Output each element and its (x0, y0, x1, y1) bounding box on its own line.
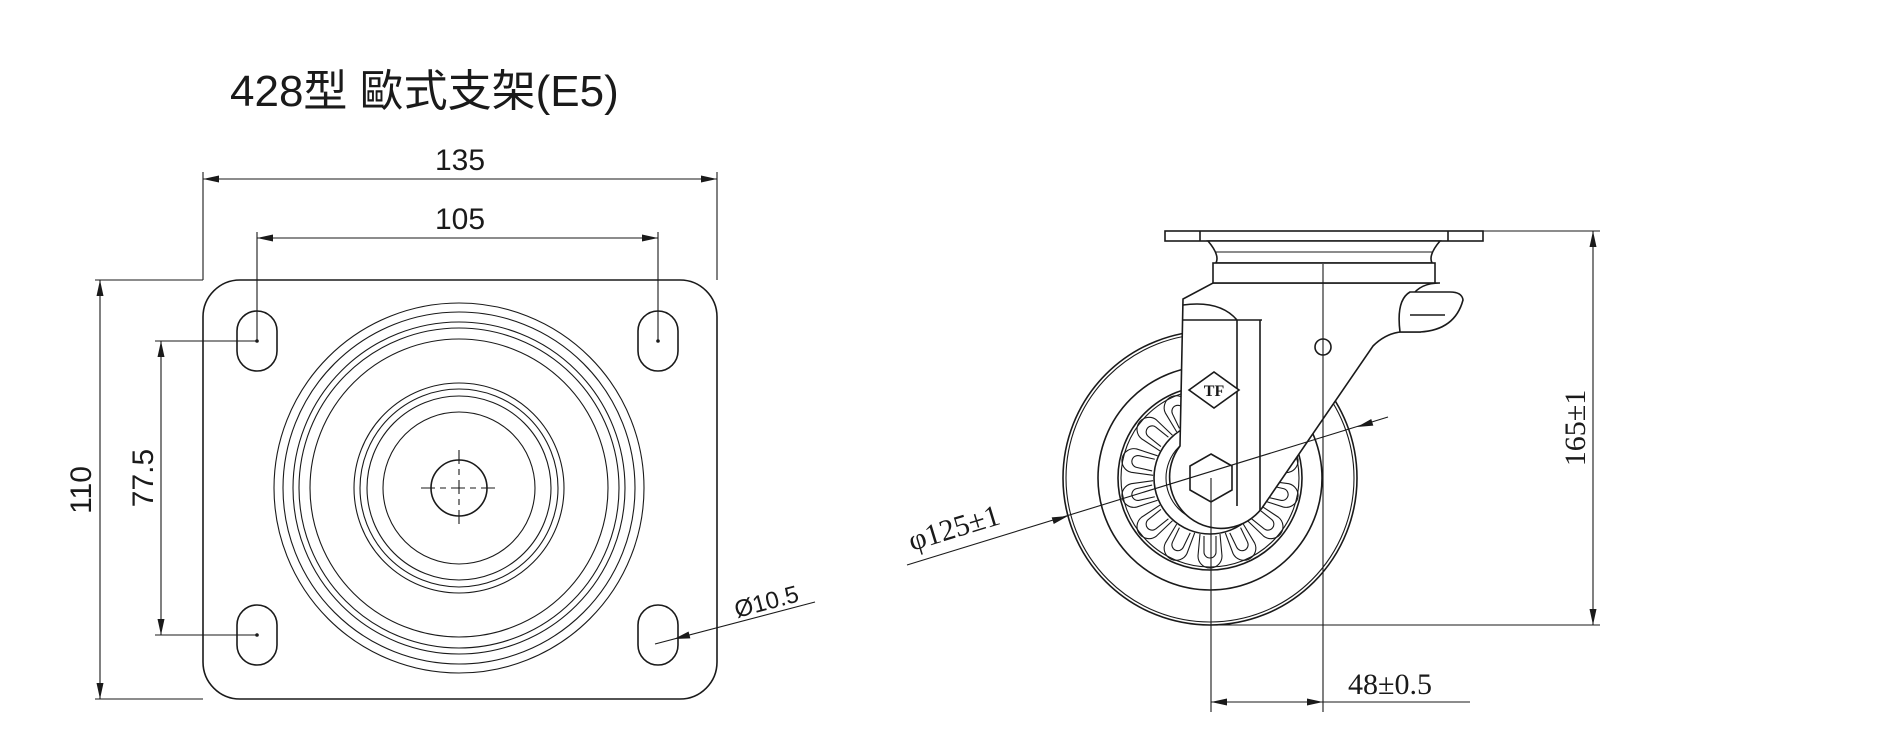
swivel-collar (1212, 262, 1436, 284)
brand-logo: TF (1187, 371, 1241, 409)
dimension-label: 77.5 (127, 449, 160, 507)
spoke (1262, 480, 1299, 508)
brake-ear (1398, 291, 1464, 333)
dimension-label: 48±0.5 (1348, 668, 1432, 701)
drawing-title: 428型 歐式支架(E5) (230, 67, 619, 116)
arrowhead (1357, 418, 1374, 427)
mounting-plate-outline (202, 279, 718, 700)
top-plate-side (1164, 230, 1484, 242)
arrowhead (96, 683, 104, 699)
spoke (1136, 504, 1173, 540)
arrowhead (96, 280, 104, 296)
dimension-hole-spacing-y: 77.5 (127, 340, 257, 636)
dimension-hole-diameter: Ø10.5 (654, 581, 816, 645)
arrowhead (1211, 698, 1227, 706)
spoke (1247, 504, 1284, 540)
dimension-wheel-diameter: φ125±1 (904, 416, 1389, 566)
spoke (1163, 523, 1196, 561)
arrowhead (701, 175, 717, 183)
dimension-arrows (96, 175, 1597, 706)
caster-fork (1168, 282, 1464, 530)
dimension-plate-width: 135 (202, 144, 718, 280)
side-view: TF φ125±1 165±1 48±0.5 (96, 175, 1600, 712)
arrowhead (674, 631, 691, 639)
dimension-hole-spacing-x: 105 (256, 203, 659, 341)
arrowhead (257, 234, 273, 242)
arrowhead (1589, 609, 1597, 625)
dimension-plate-height: 110 (65, 279, 203, 700)
dimension-overall-height: 165±1 (1211, 230, 1600, 626)
mounting-slot (637, 604, 679, 666)
dimension-label: 105 (435, 203, 485, 236)
arrowhead (1051, 516, 1068, 525)
arrowhead (1589, 231, 1597, 247)
top-view: 135 105 110 77.5 Ø10.5 (65, 144, 816, 700)
arrowhead (1307, 698, 1323, 706)
center-mark (421, 450, 497, 526)
dimension-swivel-offset: 48±0.5 (1211, 668, 1470, 703)
dimension-label: 165±1 (1559, 390, 1592, 466)
spoke (1224, 523, 1257, 561)
spoke (1121, 448, 1158, 476)
arrowhead (157, 619, 165, 635)
arrowhead (642, 234, 658, 242)
dimension-label: 135 (435, 144, 485, 177)
arrowhead (203, 175, 219, 183)
swivel-rings (273, 302, 645, 674)
arrowhead (157, 341, 165, 357)
dimension-label: 110 (65, 466, 98, 514)
spoke (1136, 416, 1173, 452)
spoke (1197, 533, 1223, 569)
dimension-label: Ø10.5 (732, 581, 802, 624)
logo-text: TF (1204, 383, 1225, 400)
dimension-label: φ125±1 (904, 499, 1003, 558)
